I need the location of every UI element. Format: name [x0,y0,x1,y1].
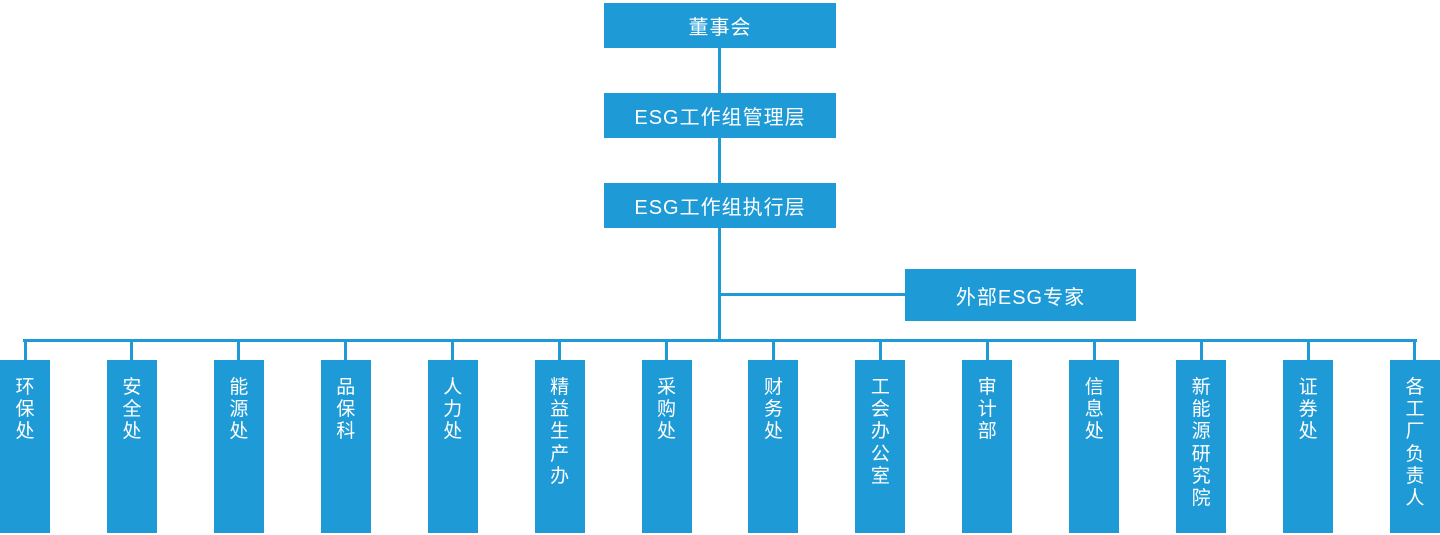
dept-column: 采购处 [641,340,692,533]
dept-connector-stub [878,340,882,360]
dept-column: 各工厂负责人 [1389,340,1440,533]
dept-column: 财务处 [748,340,799,533]
dept-column: 审计部 [962,340,1013,533]
dept-connector-stub [23,340,27,360]
dept-node: 财务处 [748,360,799,533]
dept-label: 人力处 [443,377,463,443]
dept-connector-stub [985,340,989,360]
node-esg-management: ESG工作组管理层 [604,93,836,138]
dept-label: 各工厂负责人 [1405,377,1425,510]
dept-node: 安全处 [106,360,157,533]
dept-column: 证券处 [1283,340,1334,533]
dept-connector-stub [665,340,669,360]
dept-column: 环保处 [0,340,50,533]
dept-label: 证券处 [1298,377,1318,443]
dept-node: 品保科 [320,360,371,533]
dept-connector-stub [1199,340,1203,360]
dept-connector-stub [771,340,775,360]
dept-node: 环保处 [0,360,50,533]
dept-node: 信息处 [1069,360,1120,533]
dept-label: 信息处 [1084,377,1104,443]
dept-connector-stub [344,340,348,360]
dept-connector-stub [237,340,241,360]
dept-column: 能源处 [213,340,264,533]
connector-external-branch [720,293,905,296]
dept-label: 安全处 [122,377,142,443]
dept-column: 新能源研究院 [1176,340,1227,533]
dept-connector-stub [1306,340,1310,360]
dept-column: 品保科 [320,340,371,533]
dept-node: 审计部 [962,360,1013,533]
connector-department-bus [23,339,1417,342]
node-board: 董事会 [604,3,836,48]
dept-label: 品保科 [336,377,356,443]
dept-column: 工会办公室 [855,340,906,533]
dept-column: 安全处 [106,340,157,533]
node-external-experts: 外部ESG专家 [905,269,1136,321]
dept-connector-stub [1413,340,1417,360]
dept-connector-stub [130,340,134,360]
dept-connector-stub [558,340,562,360]
dept-node: 工会办公室 [855,360,906,533]
dept-node: 能源处 [213,360,264,533]
dept-node: 采购处 [641,360,692,533]
dept-node: 各工厂负责人 [1389,360,1440,533]
dept-column: 精益生产办 [534,340,585,533]
connector-management-execution [718,138,721,183]
dept-label: 审计部 [977,377,997,443]
dept-label: 精益生产办 [550,377,570,487]
dept-label: 财务处 [763,377,783,443]
connector-trunk [718,228,721,342]
dept-node: 精益生产办 [534,360,585,533]
department-row: 环保处 安全处 能源处 品保科 人力处 [0,340,1440,533]
dept-connector-stub [451,340,455,360]
dept-node: 证券处 [1283,360,1334,533]
dept-label: 采购处 [657,377,677,443]
dept-column: 人力处 [427,340,478,533]
dept-connector-stub [1092,340,1096,360]
dept-label: 能源处 [229,377,249,443]
dept-label: 新能源研究院 [1191,377,1211,510]
dept-label: 环保处 [15,377,35,443]
connector-board-management [718,48,721,93]
dept-node: 新能源研究院 [1176,360,1227,533]
dept-label: 工会办公室 [870,377,890,487]
dept-node: 人力处 [427,360,478,533]
node-esg-execution: ESG工作组执行层 [604,183,836,228]
dept-column: 信息处 [1069,340,1120,533]
